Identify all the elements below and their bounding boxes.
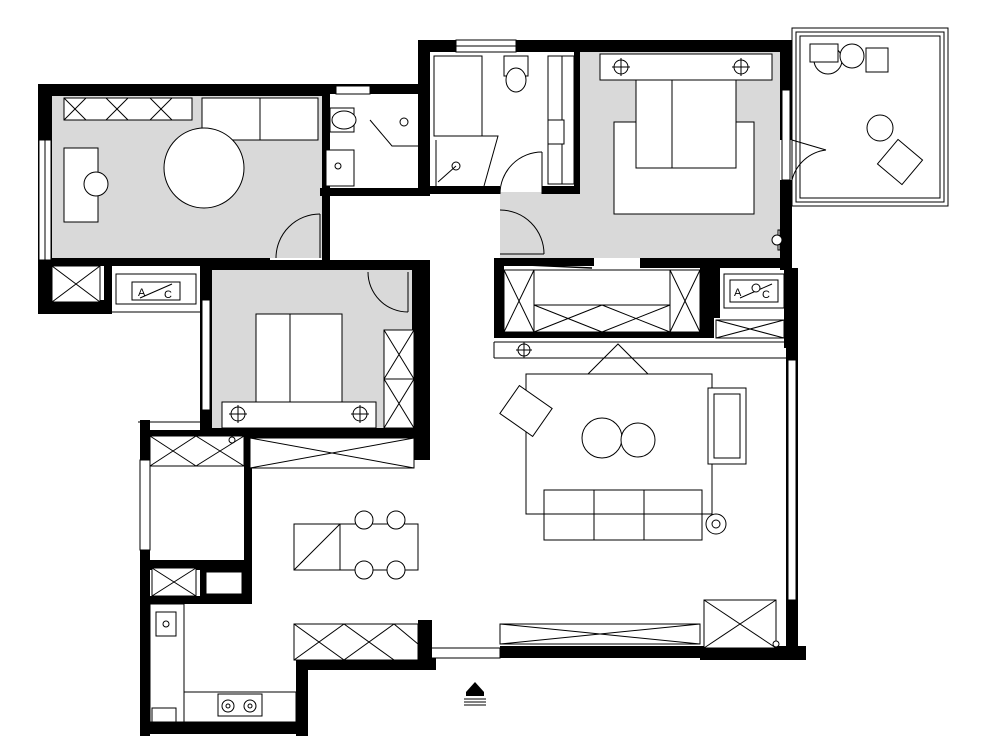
- plant-2: [839, 43, 865, 69]
- main-sofa: [543, 489, 703, 541]
- balcony-table: [866, 114, 894, 142]
- middle-bed: [255, 313, 343, 409]
- middle-bedroom: [221, 271, 415, 429]
- ac-label-left-a: A: [138, 287, 146, 299]
- coffee-table-2: [620, 422, 656, 458]
- top-left-bedroom: [63, 97, 321, 259]
- master-bedroom: [499, 53, 783, 333]
- kitchen: [138, 421, 297, 723]
- kitchen-upper-cabinet: [149, 435, 245, 467]
- bathroom: [433, 55, 575, 195]
- ac-label-right-a: A: [734, 287, 742, 299]
- entrance-arrow-icon: [464, 682, 486, 706]
- coffee-table-1: [581, 417, 623, 459]
- dining: [249, 437, 419, 661]
- ac-unit-left: A C: [51, 265, 200, 313]
- small-wc: [325, 107, 418, 187]
- desk-chair: [83, 171, 109, 197]
- ac-label-right-c: C: [762, 289, 770, 301]
- master-bed: [635, 79, 737, 169]
- armchair: [499, 384, 553, 438]
- cabinet-bottom: [293, 623, 419, 661]
- round-rug: [163, 127, 245, 209]
- balcony: [791, 27, 949, 207]
- ac-label-left-c: C: [164, 289, 172, 301]
- living-room: [493, 341, 786, 649]
- balcony-chair: [876, 138, 924, 186]
- bathtub: [433, 55, 483, 137]
- ac-unit-right: A C: [715, 273, 785, 339]
